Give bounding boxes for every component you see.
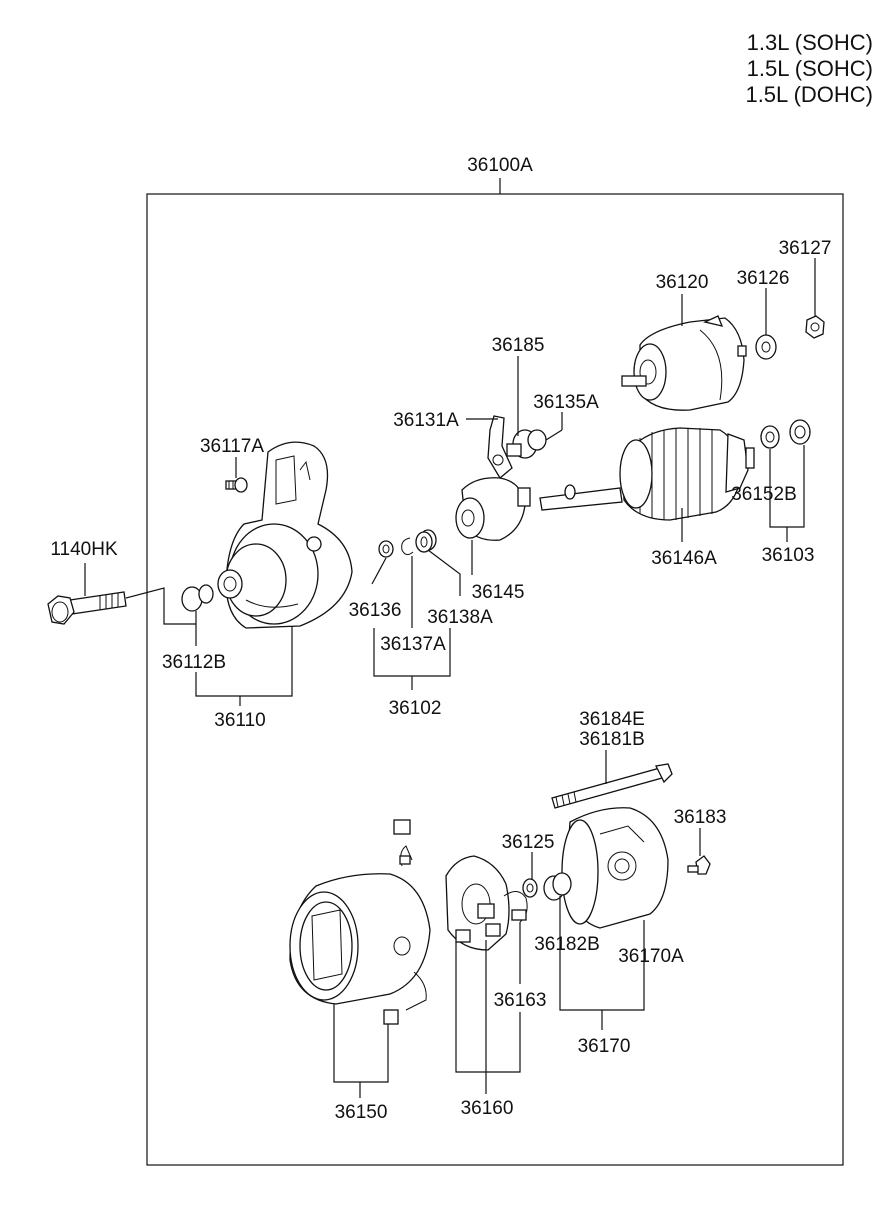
- washer-36125: [522, 878, 538, 898]
- label-36110: 36110: [214, 710, 265, 731]
- label-1140HK: 1140HK: [50, 539, 118, 560]
- label-36170A: 36170A: [618, 946, 684, 967]
- washer-set-36103: [760, 419, 811, 449]
- label-36137A: 36137A: [380, 634, 446, 655]
- engine-variant-2: 1.5L (SOHC): [747, 56, 873, 81]
- label-36150: 36150: [335, 1102, 388, 1123]
- label-36160: 36160: [461, 1098, 514, 1119]
- stop-ring-36136: [378, 540, 394, 558]
- label-36185: 36185: [492, 335, 545, 356]
- brush-holder: [445, 855, 528, 951]
- label-36152B: 36152B: [731, 484, 797, 505]
- label-36138A: 36138A: [427, 607, 493, 628]
- assembly-frame: [146, 193, 844, 1166]
- label-36146A: 36146A: [651, 548, 717, 569]
- label-36127: 36127: [779, 238, 832, 259]
- label-36136: 36136: [349, 600, 402, 621]
- label-36135A: 36135A: [533, 392, 599, 413]
- lever-holder-36135A: [506, 429, 547, 459]
- label-36102: 36102: [389, 698, 442, 719]
- label-36112B: 36112B: [162, 652, 226, 673]
- label-36183: 36183: [674, 807, 727, 828]
- label-36163: 36163: [494, 990, 547, 1011]
- through-bolt-1140HK: [47, 591, 127, 625]
- label-36125: 36125: [502, 832, 555, 853]
- solenoid-switch: [621, 315, 747, 411]
- label-36182B: 36182B: [534, 934, 600, 955]
- label-36170: 36170: [578, 1036, 631, 1057]
- label-36131A: 36131A: [393, 410, 459, 431]
- nut-36127: [805, 315, 825, 339]
- collar-36138A: [415, 529, 437, 553]
- label-36117A: 36117A: [200, 436, 264, 457]
- label-36145: 36145: [472, 582, 525, 603]
- leader-lines: [84, 258, 816, 1098]
- shift-lever: [487, 415, 513, 479]
- rear-bracket: [543, 807, 669, 929]
- washer-36126: [755, 334, 777, 360]
- overrunning-clutch: [455, 477, 531, 541]
- front-housing: [217, 441, 353, 629]
- label-36184E: 36184E: [579, 709, 645, 730]
- through-bolt-36184E: [551, 763, 673, 809]
- label-36181B: 36181B: [579, 729, 645, 750]
- label-36103: 36103: [762, 545, 815, 566]
- label-36126: 36126: [737, 268, 790, 289]
- screw-36117A: [225, 477, 248, 493]
- engine-variant-3: 1.5L (DOHC): [745, 82, 873, 107]
- label-36120: 36120: [656, 272, 709, 293]
- snap-ring-36137A: [401, 537, 414, 556]
- bushing-36112B: [181, 584, 214, 612]
- engine-variant-1: 1.3L (SOHC): [747, 30, 873, 55]
- armature: [539, 427, 755, 521]
- screw-36183: [687, 855, 711, 875]
- yoke-assembly: [289, 819, 431, 1025]
- assembly-label: 36100A: [467, 155, 533, 176]
